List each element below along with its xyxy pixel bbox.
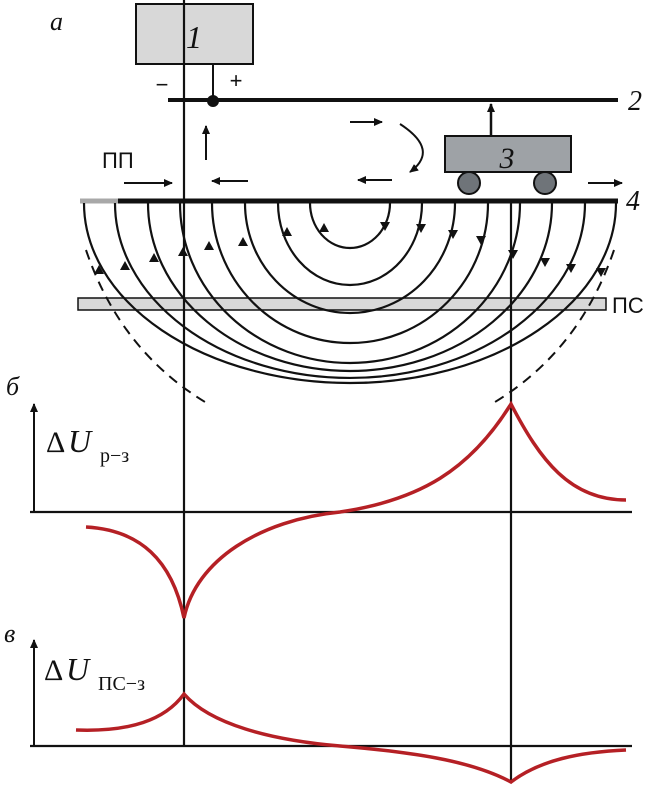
minus-sign: − bbox=[156, 72, 169, 97]
field-line-3 bbox=[243, 202, 457, 315]
field-arrowheads bbox=[94, 222, 606, 277]
contact-wire-label: 2 bbox=[628, 86, 642, 117]
axis-b-u: U bbox=[68, 423, 93, 459]
field-lines bbox=[82, 202, 618, 385]
source-label: 1 bbox=[186, 19, 202, 55]
field-dashed-right bbox=[494, 249, 615, 403]
axis-b-delta: Δ bbox=[46, 426, 65, 459]
field-line-6 bbox=[146, 202, 554, 373]
panel-label-v: в bbox=[4, 619, 15, 648]
plus-sign: + bbox=[230, 68, 243, 93]
locomotive-body bbox=[444, 135, 572, 173]
axis-v-subscript: ПС−з bbox=[98, 673, 145, 695]
locomotive-wheel-left bbox=[457, 171, 481, 195]
locomotive-label: 3 bbox=[499, 142, 515, 175]
field-line-5 bbox=[178, 202, 522, 365]
rail-label: 4 bbox=[626, 186, 640, 217]
field-line-4 bbox=[210, 202, 490, 345]
panel-label-a: а bbox=[50, 7, 63, 36]
cathode-zone-label: ПП bbox=[102, 148, 134, 173]
underground-structure bbox=[77, 297, 607, 311]
panel-label-b: б bbox=[6, 372, 20, 401]
field-line-2 bbox=[276, 202, 424, 287]
field-line-1 bbox=[308, 202, 392, 250]
curve-b bbox=[85, 400, 627, 619]
locomotive-wheel-right bbox=[533, 171, 557, 195]
axis-v-u: U bbox=[66, 651, 91, 687]
curve-v bbox=[75, 691, 627, 785]
axis-v-delta: Δ bbox=[44, 654, 63, 687]
underground-structure-label: ПС bbox=[612, 293, 644, 318]
field-line-7 bbox=[113, 202, 587, 380]
source-box bbox=[135, 3, 254, 65]
current-arrow-curved bbox=[399, 123, 424, 173]
field-line-8 bbox=[82, 202, 618, 385]
axis-b-subscript: р−з bbox=[100, 445, 129, 467]
